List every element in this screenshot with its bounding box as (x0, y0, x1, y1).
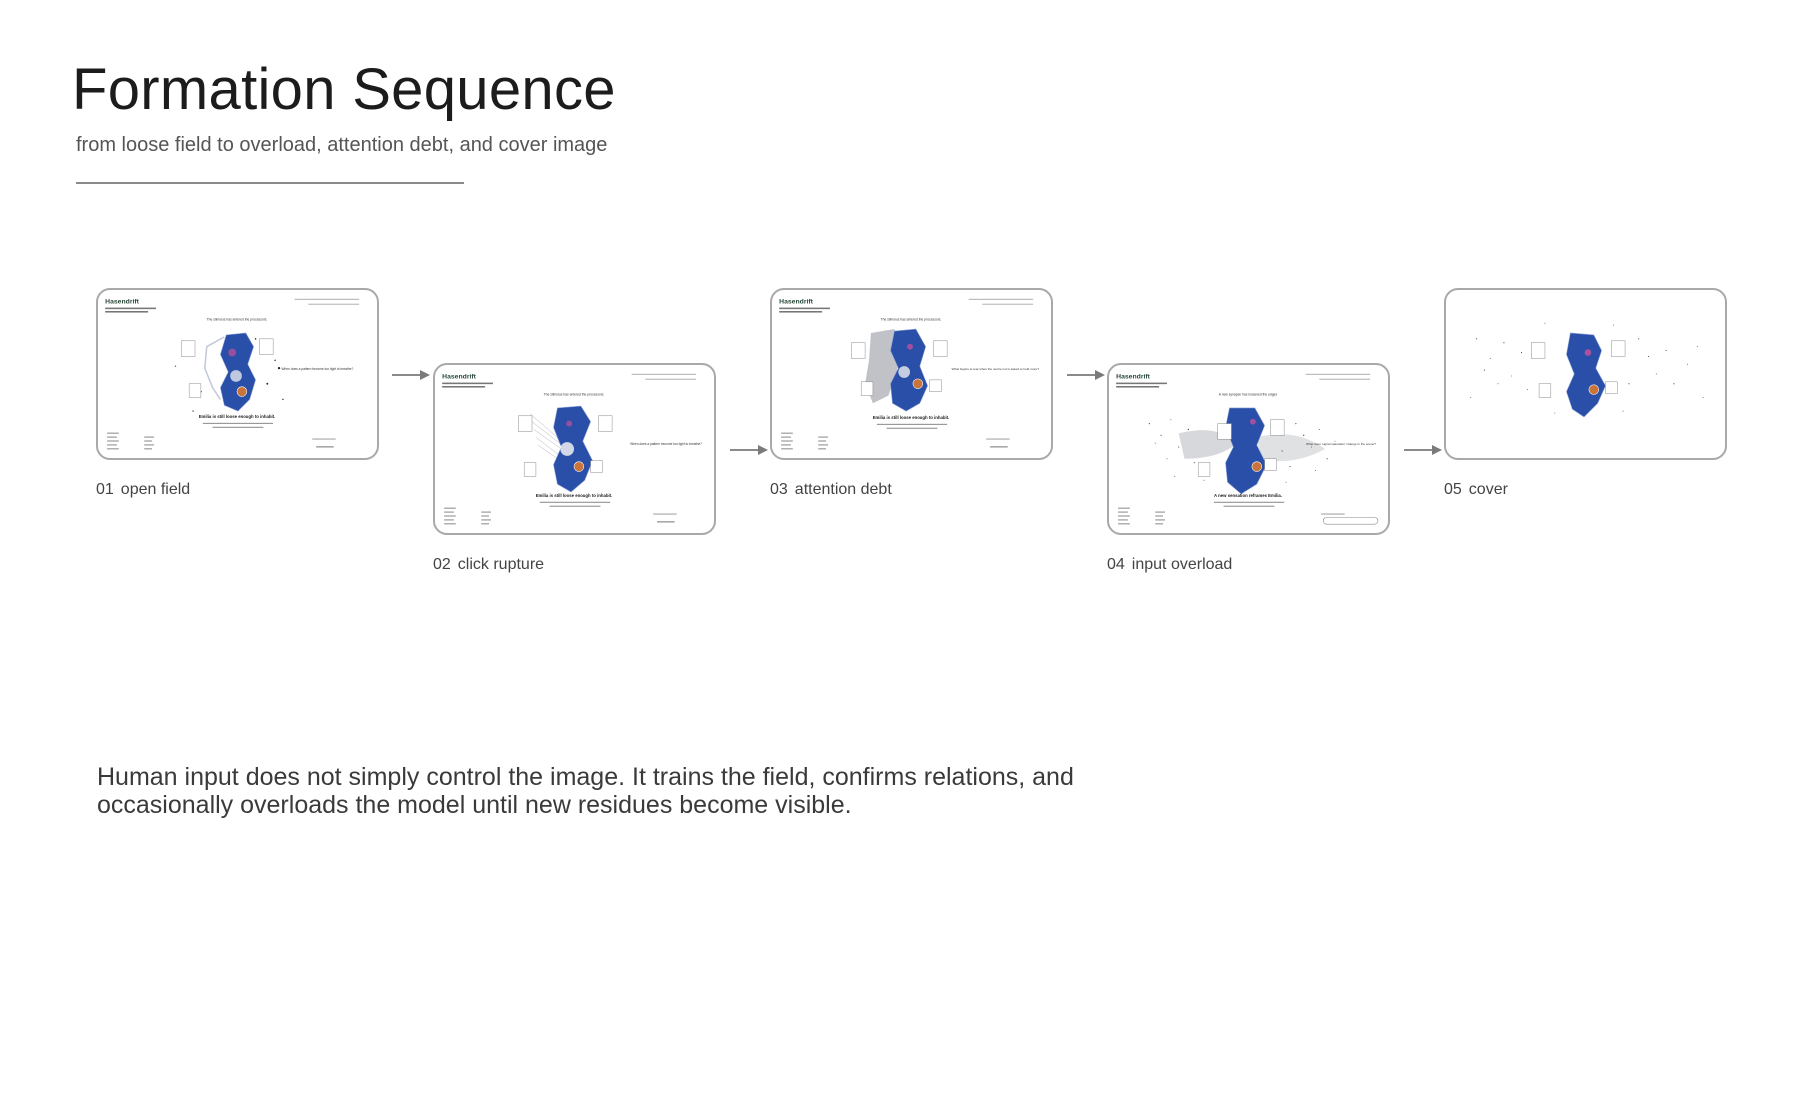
frame-04-label: input overload (1131, 556, 1233, 573)
frame-05-thumbnail (1470, 322, 1704, 418)
mini-question: What does 'signal saturation' change in … (1306, 442, 1376, 446)
field-blob-shape (1225, 407, 1267, 495)
frame-04-number: 04 (1107, 556, 1125, 573)
frame-04-input-overload[interactable]: Hasendrift A new synapse has loosened th… (1107, 363, 1390, 535)
frame-05-caption: 05 cover (1444, 481, 1508, 499)
mini-headline: Emilia is still loose enough to inhabit. (873, 415, 950, 420)
mini-question: When does a pattern become too tight to … (281, 367, 353, 371)
scatter-noise (1470, 322, 1704, 414)
field-blob-shape (1566, 332, 1606, 418)
frame-05-cover[interactable] (1444, 288, 1727, 460)
mini-headline: A new sensation reframes Emilia. (1214, 493, 1282, 498)
frame-01-open-field[interactable]: Hasendrift The stimulus has entered the … (96, 288, 379, 460)
frame-02-thumbnail: Hasendrift The stimulus has entered the … (442, 374, 702, 525)
frame-05-label: cover (1468, 481, 1508, 498)
arrow-icon (1067, 370, 1105, 380)
frame-02-caption: 02 click rupture (433, 556, 544, 574)
frame-01-caption: 01 open field (96, 481, 190, 499)
mini-question: What begins to tear when the centre not … (952, 367, 1040, 371)
frame-03-thumbnail: Hasendrift The stimulus has entered the … (779, 299, 1040, 450)
mini-input-pill (1322, 517, 1379, 525)
mini-brand: Hasendrift (779, 299, 813, 306)
scatter-noise (1148, 419, 1336, 483)
body-statement: Human input does not simply control the … (97, 763, 1074, 819)
mini-top-sentence: The stimulus has entered the processors. (207, 317, 268, 321)
frame-03-number: 03 (770, 481, 788, 498)
mini-top-sentence: The stimulus has entered the processors. (881, 317, 942, 321)
mini-top-sentence: A new synapse has loosened the edges (1219, 392, 1278, 396)
frame-01-number: 01 (96, 481, 114, 498)
page-subtitle: from loose field to overload, attention … (76, 134, 608, 156)
mini-brand: Hasendrift (105, 299, 139, 306)
mini-headline: Emilia is still loose enough to inhabit. (199, 414, 276, 419)
frame-02-label: click rupture (457, 556, 545, 573)
mini-brand: Hasendrift (1116, 374, 1150, 381)
frame-02-click-rupture[interactable]: Hasendrift The stimulus has entered the … (433, 363, 716, 535)
frame-02-number: 02 (433, 556, 451, 573)
frame-01-label: open field (120, 481, 191, 498)
frame-03-caption: 03 attention debt (770, 481, 892, 499)
title-divider (76, 182, 464, 184)
frame-03-attention-debt[interactable]: Hasendrift The stimulus has entered the … (770, 288, 1053, 460)
frame-05-number: 05 (1444, 481, 1462, 498)
mini-brand: Hasendrift (442, 374, 476, 381)
mini-question: When does a pattern become too tight to … (630, 442, 702, 446)
frame-04-thumbnail: Hasendrift A new synapse has loosened th… (1116, 374, 1379, 525)
page-title: Formation Sequence (72, 57, 616, 122)
frame-03-label: attention debt (794, 481, 892, 498)
mini-top-sentence: The stimulus has entered the processors. (544, 392, 605, 396)
arrow-icon (730, 445, 768, 455)
arrow-icon (392, 370, 430, 380)
frame-04-caption: 04 input overload (1107, 556, 1232, 574)
frame-01-thumbnail: Hasendrift The stimulus has entered the … (105, 299, 360, 450)
mini-headline: Emilia is still loose enough to inhabit. (536, 493, 613, 498)
arrow-icon (1404, 445, 1442, 455)
